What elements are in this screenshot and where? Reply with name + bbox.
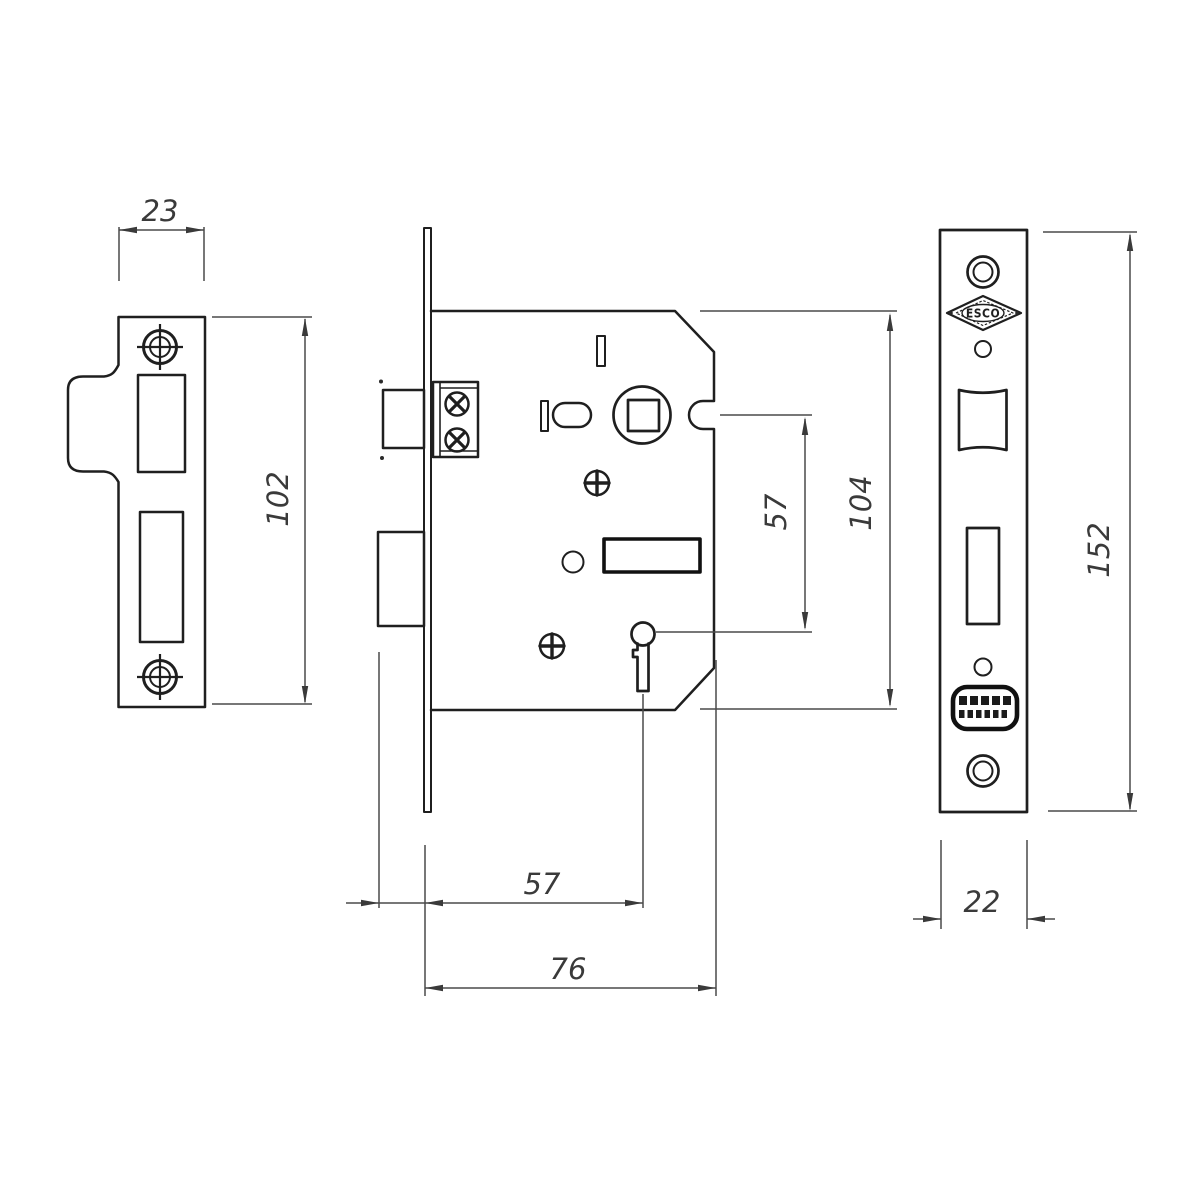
dim-label-22: 22 xyxy=(964,885,1001,919)
dim-label-102: 102 xyxy=(261,471,295,526)
oval-window xyxy=(551,401,593,429)
screw-hole-icon xyxy=(137,324,183,370)
dim-label-23: 23 xyxy=(142,194,179,228)
faceplate-edge-strip xyxy=(423,227,432,813)
phillips-screw-icon xyxy=(583,469,611,497)
phillips-screw-icon xyxy=(444,427,470,453)
dim-label-104: 104 xyxy=(844,475,878,530)
phillips-screw-icon xyxy=(538,632,566,660)
phillips-screw-icon xyxy=(444,391,470,417)
dimension-strike-height: 102 xyxy=(212,316,312,705)
screw-hole-icon xyxy=(966,255,1000,289)
latch-bolt xyxy=(381,388,426,450)
faceplate-outline xyxy=(938,228,1029,814)
dimension-centres: 57 xyxy=(759,417,809,630)
extension-lines-right xyxy=(656,310,897,710)
dim-label-57-vert: 57 xyxy=(759,493,793,530)
dimension-strike-width: 23 xyxy=(118,194,205,281)
latch-tip-mark xyxy=(379,379,383,384)
dim-label-76: 76 xyxy=(550,952,587,986)
small-hole xyxy=(973,657,993,677)
small-hole xyxy=(974,340,992,358)
spindle-follower xyxy=(612,385,672,445)
lock-case-outline xyxy=(429,309,716,712)
extension-lines-bottom xyxy=(378,652,717,996)
strike-plate-view: 23 102 xyxy=(66,194,312,709)
dimension-case-height: 104 xyxy=(844,313,894,707)
latch-tip-mark xyxy=(380,456,384,460)
strike-plate-outline xyxy=(66,315,207,709)
screw-hole-icon xyxy=(966,754,1000,788)
dim-label-57: 57 xyxy=(524,867,561,901)
deadbolt-tail xyxy=(602,537,702,574)
brand-label: ESCO xyxy=(966,307,1000,321)
dimension-faceplate-height: 152 xyxy=(1043,231,1137,812)
strike-deadbolt-cutout xyxy=(138,510,185,644)
faceplate-latch-cutout xyxy=(957,388,1008,452)
approval-badge-icon xyxy=(950,684,1020,732)
screw-hole-icon xyxy=(137,654,183,700)
dimension-faceplate-width: 22 xyxy=(913,840,1055,929)
lock-body-view: 57 76 57 104 xyxy=(346,227,897,996)
case-slot-top xyxy=(596,335,606,367)
dimension-case-depth: 76 xyxy=(425,952,716,992)
faceplate-view: ESCO xyxy=(913,228,1137,929)
keyhole-icon xyxy=(630,621,656,693)
dimension-backset: 57 xyxy=(346,867,643,907)
deadbolt xyxy=(376,530,426,628)
spindle-square-hole xyxy=(626,398,661,433)
esco-brand-logo: ESCO xyxy=(945,294,1023,332)
faceplate-deadbolt-cutout xyxy=(965,526,1001,626)
strike-latch-cutout xyxy=(136,373,187,474)
pivot-hole xyxy=(561,550,585,574)
case-slot-mid xyxy=(540,400,549,432)
latch-spring-box xyxy=(431,380,480,459)
dim-label-152: 152 xyxy=(1082,522,1116,577)
